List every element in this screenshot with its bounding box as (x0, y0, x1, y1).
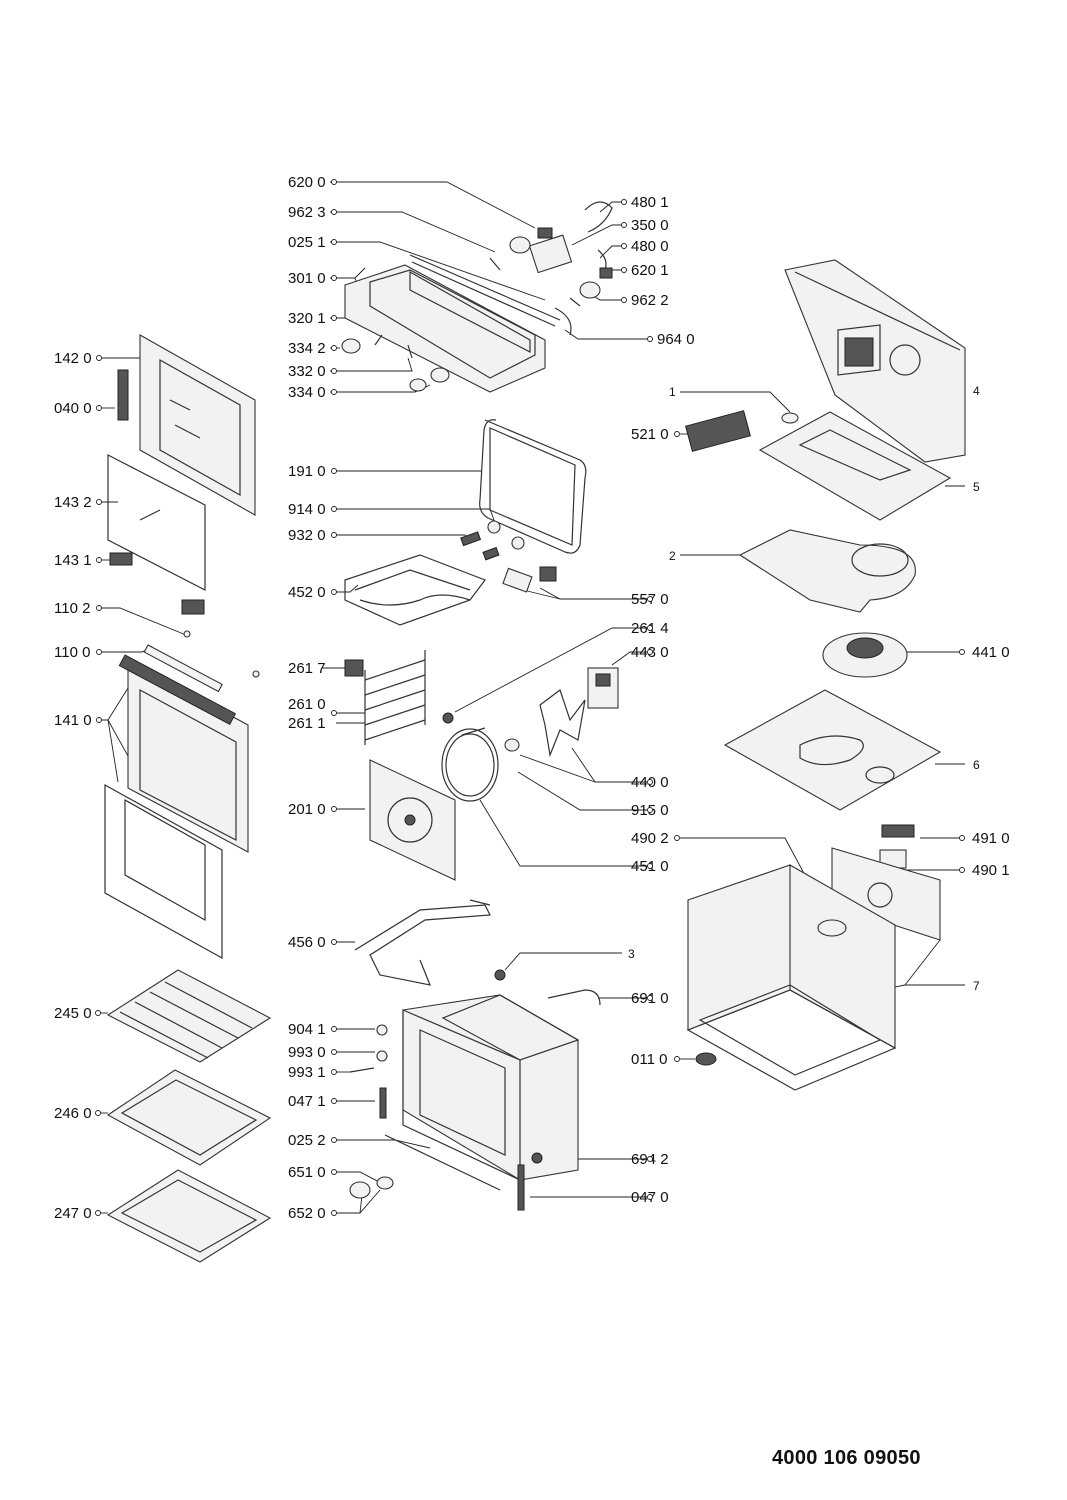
part-label: 025 1 (288, 234, 326, 251)
document-number: 4000 106 09050 (772, 1447, 921, 1469)
part-label: 261 0 (288, 696, 326, 713)
part-labels: 620 0 962 3 025 1 301 0 320 1 334 2 332 … (54, 174, 1010, 1222)
part-label: 142 0 (54, 350, 92, 367)
part-label: 301 0 (288, 270, 326, 287)
part-label: 5 (973, 480, 980, 494)
part-label: 143 2 (54, 494, 92, 511)
part-label: 141 0 (54, 712, 92, 729)
part-label: 245 0 (54, 1005, 92, 1022)
part-label: 491 0 (972, 830, 1010, 847)
oven-cavity-drawing (349, 989, 601, 1211)
top-panel-drawing (685, 259, 966, 521)
part-label: 246 0 (54, 1105, 92, 1122)
outer-door-drawing (104, 644, 249, 960)
part-label: 334 2 (288, 340, 326, 357)
part-label: 480 1 (631, 194, 669, 211)
part-label: 441 0 (972, 644, 1010, 661)
part-label: 1 (669, 385, 676, 399)
part-label: 201 0 (288, 801, 326, 818)
rack-tray-drawing (106, 969, 272, 1263)
part-label: 191 0 (288, 463, 326, 480)
part-label: 914 0 (288, 501, 326, 518)
part-label: 261 7 (288, 660, 326, 677)
part-label: 490 2 (631, 830, 669, 847)
part-label: 490 1 (972, 862, 1010, 879)
part-label: 332 0 (288, 363, 326, 380)
side-rack-drawing (364, 650, 426, 745)
part-label: 047 1 (288, 1093, 326, 1110)
part-label: 350 0 (631, 217, 669, 234)
part-label: 334 0 (288, 384, 326, 401)
part-label: 993 1 (288, 1064, 326, 1081)
part-label: 651 0 (288, 1164, 326, 1181)
fan-cover-drawing (369, 759, 456, 881)
part-label: 261 1 (288, 715, 326, 732)
part-label: 620 1 (631, 262, 669, 279)
part-label: 143 1 (54, 552, 92, 569)
part-label: 040 0 (54, 400, 92, 417)
part-label: 452 0 (288, 584, 326, 601)
leader-dots (95, 179, 965, 1216)
middle-parts-drawing (344, 419, 619, 986)
part-label: 480 0 (631, 238, 669, 255)
part-label: 964 0 (657, 331, 695, 348)
outer-casing-drawing (686, 824, 941, 1091)
part-label: 3 (628, 947, 635, 961)
grill-element-drawing (354, 899, 491, 986)
part-label: 025 2 (288, 1132, 326, 1149)
part-label: 4 (973, 384, 980, 398)
part-label: 110 2 (54, 600, 90, 617)
part-label: 904 1 (288, 1021, 326, 1038)
circular-element-drawing (441, 727, 499, 802)
fan-housing-drawing (723, 529, 942, 811)
part-label: 110 0 (54, 644, 90, 661)
part-label: 993 0 (288, 1044, 326, 1061)
fan-motor-drawing (504, 667, 619, 758)
part-label: 456 0 (288, 934, 326, 951)
control-panel-drawing (341, 201, 613, 393)
part-label: 247 0 (54, 1205, 92, 1222)
part-label: 652 0 (288, 1205, 326, 1222)
part-label: 320 1 (288, 310, 326, 327)
part-label: 7 (973, 979, 980, 993)
door-frame-drawing (107, 334, 260, 678)
part-label: 521 0 (631, 426, 669, 443)
part-label: 962 2 (631, 292, 669, 309)
part-label: 620 0 (288, 174, 326, 191)
part-label: 962 3 (288, 204, 326, 221)
part-label: 6 (973, 758, 980, 772)
part-label: 2 (669, 549, 676, 563)
part-label: 932 0 (288, 527, 326, 544)
part-label: 011 0 (631, 1051, 667, 1068)
